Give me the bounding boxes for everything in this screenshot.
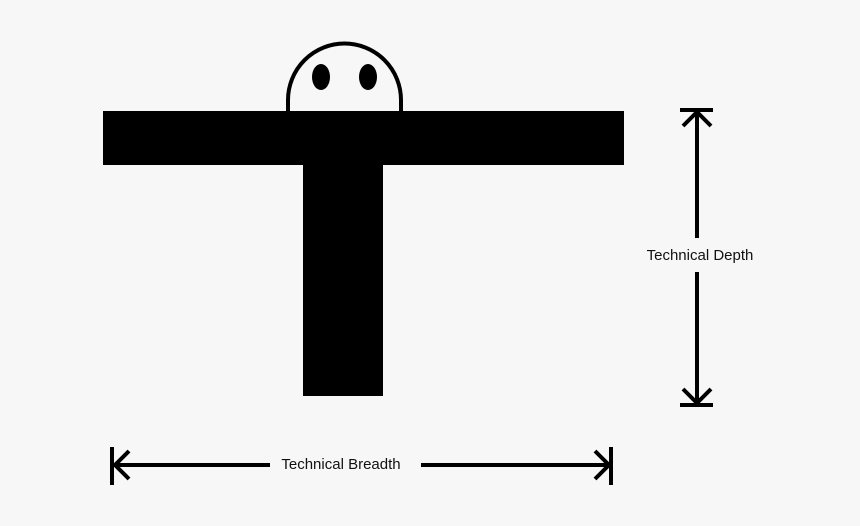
depth-arrow xyxy=(680,108,713,407)
breadth-label: Technical Breadth xyxy=(281,456,400,473)
breadth-arrow xyxy=(110,447,613,485)
head-outline xyxy=(286,41,403,111)
t-stem xyxy=(303,165,383,396)
right-eye xyxy=(359,64,377,90)
t-crossbar xyxy=(103,111,624,165)
left-eye xyxy=(312,64,330,90)
depth-label: Technical Depth xyxy=(647,247,754,264)
head-figure xyxy=(286,41,403,111)
